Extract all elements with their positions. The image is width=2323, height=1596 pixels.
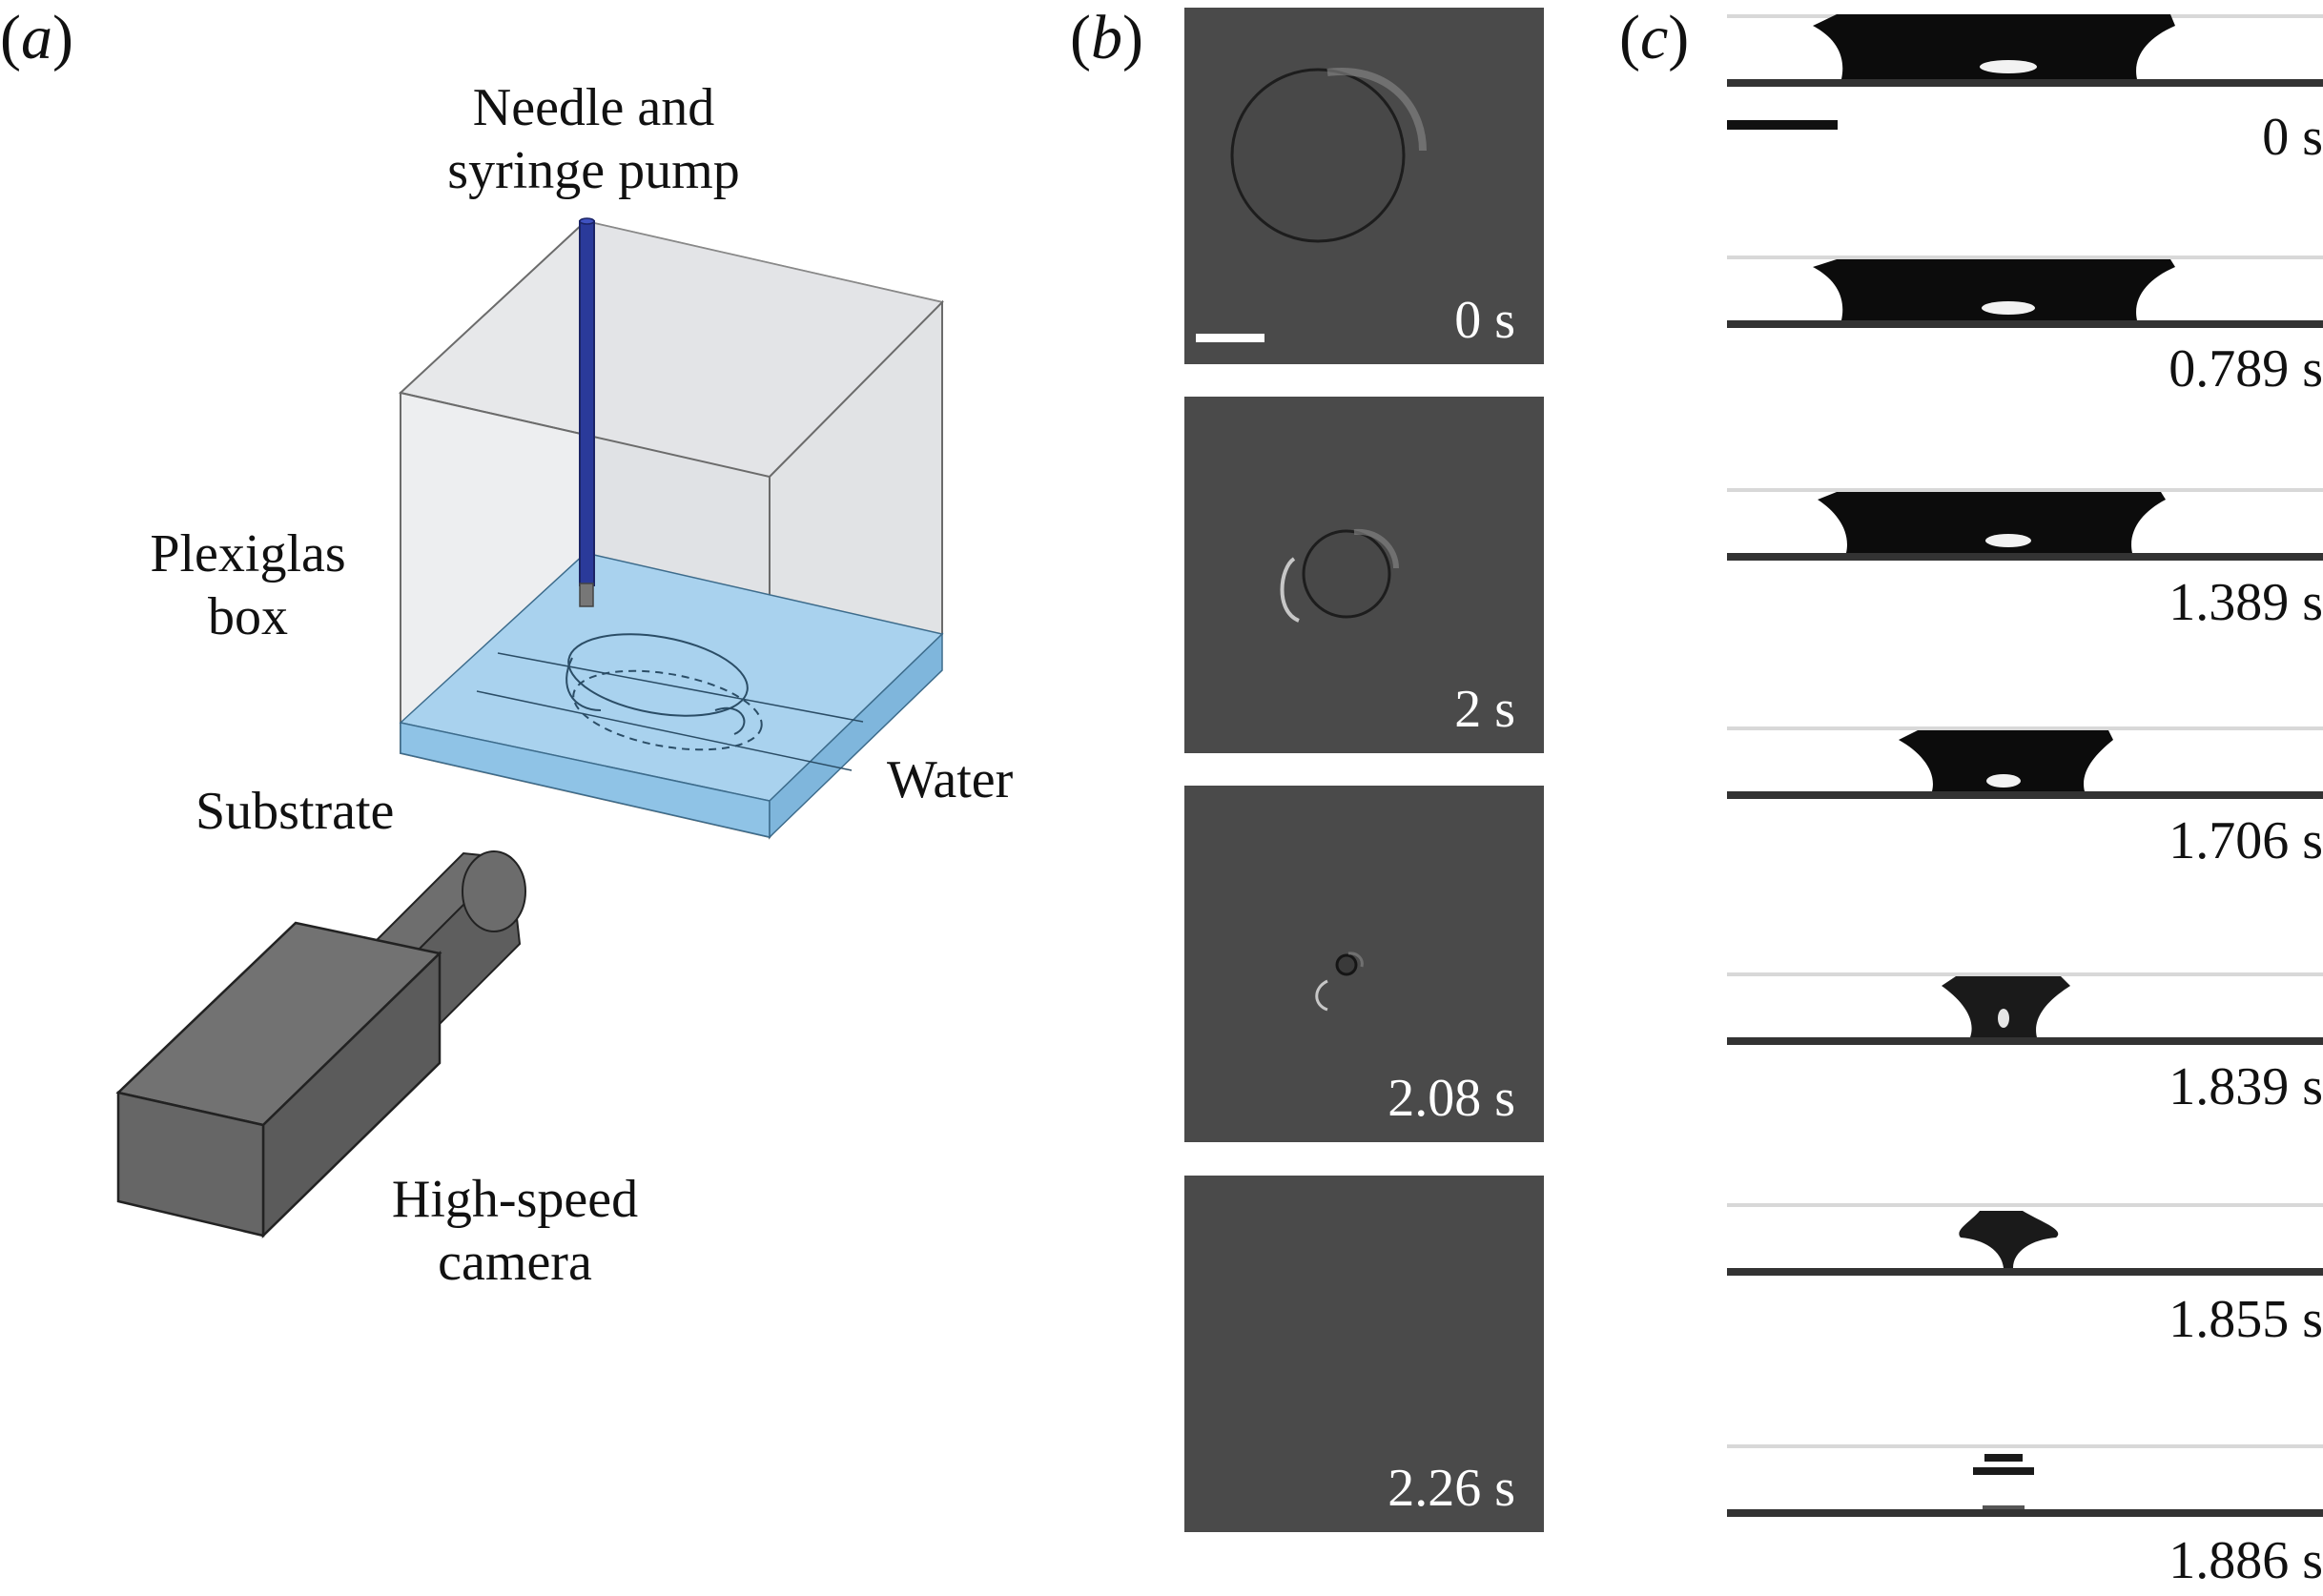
frame-time: 0.789 s [2169, 339, 2323, 399]
setup-schematic [115, 217, 944, 1238]
frame-b-image [1315, 951, 1364, 1012]
needle [579, 220, 595, 586]
frame-c-image [1727, 1444, 2323, 1517]
panel-b-frame: 2 s [1184, 397, 1544, 753]
frame-c-image [1727, 256, 2323, 328]
frame-c-image [1727, 14, 2323, 87]
panel-c-frame [1727, 972, 2323, 1045]
panel-c-frame [1727, 726, 2323, 799]
box-label: Plexiglas box [150, 524, 346, 646]
frame-c-image [1727, 972, 2323, 1045]
panel-b-frame: 0 s [1184, 8, 1544, 364]
frame-c-image [1727, 726, 2323, 799]
frame-b-image [1280, 528, 1399, 623]
frame-time: 1.706 s [2169, 811, 2323, 870]
frame-time: 2.26 s [1388, 1459, 1515, 1518]
frame-time: 1.855 s [2169, 1290, 2323, 1349]
frame-c-image [1727, 1203, 2323, 1276]
needle-top [579, 217, 595, 225]
ring-left-cap [565, 657, 602, 711]
frame-time: 1.389 s [2169, 573, 2323, 632]
panel-a-label: (a) [0, 3, 73, 72]
camera-label: High-speed camera [391, 1170, 639, 1292]
camera-body-front [116, 1091, 265, 1238]
panel-b-label: (b) [1070, 3, 1143, 72]
ring-right-cap [714, 706, 746, 735]
panel-c-frame [1727, 488, 2323, 561]
panel-b-frame: 2.08 s [1184, 786, 1544, 1142]
panel-c-frame [1727, 256, 2323, 328]
scale-bar [1196, 334, 1264, 342]
needle-tip [579, 583, 594, 607]
frame-time: 0 s [2262, 108, 2323, 167]
water-side [769, 632, 943, 839]
panel-c-label: (c) [1619, 3, 1690, 72]
needle-label: Needle and syringe pump [447, 78, 740, 200]
frame-time: 2 s [1454, 680, 1515, 739]
frame-time: 2.08 s [1388, 1069, 1515, 1128]
ring-dashed [572, 669, 763, 751]
frame-b-image [1196, 67, 1427, 342]
substrate-line-2 [497, 652, 864, 723]
camera-lens-face [462, 850, 526, 932]
ring-upper [567, 633, 749, 717]
water-label: Water [887, 750, 1014, 809]
frame-time: 1.839 s [2169, 1057, 2323, 1116]
panel-c-frame [1727, 1444, 2323, 1517]
substrate-label: Substrate [195, 782, 395, 841]
panel-c-frame [1727, 1203, 2323, 1276]
substrate-line-1 [476, 690, 853, 771]
frame-time: 1.886 s [2169, 1531, 2323, 1590]
frame-time: 0 s [1454, 291, 1515, 350]
frame-c-image [1727, 488, 2323, 561]
panel-b-frame: 2.26 s [1184, 1176, 1544, 1532]
scale-bar-c [1727, 120, 1838, 130]
panel-c-frame [1727, 14, 2323, 87]
